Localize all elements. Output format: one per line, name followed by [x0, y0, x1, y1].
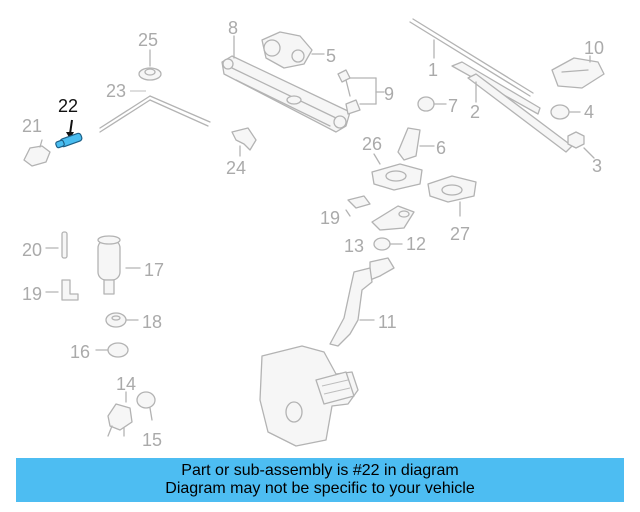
- part-9-bolts: [337, 69, 385, 115]
- label-5: 5: [326, 46, 336, 66]
- part-11-reservoir: [259, 257, 395, 447]
- part-20-hose: [45, 231, 68, 259]
- part-15-seal: [136, 391, 156, 421]
- part-16-grommet: [95, 342, 129, 358]
- part-7-bushing: [417, 96, 447, 112]
- label-9: 9: [384, 84, 394, 104]
- part-3-nut: [567, 131, 595, 159]
- label-24: 24: [226, 158, 246, 178]
- part-26-washer-jet: [371, 153, 423, 191]
- label-11: 11: [378, 312, 397, 332]
- label-3: 3: [592, 156, 602, 176]
- label-18: 18: [142, 312, 162, 332]
- part-27-washer-jet: [427, 175, 477, 217]
- part-5-wiper-motor: [261, 31, 325, 69]
- label-15: 15: [142, 430, 162, 450]
- label-10: 10: [584, 38, 604, 58]
- part-25-grommet: [138, 49, 162, 81]
- part-13-seal: [371, 205, 415, 231]
- part-10-cover: [551, 55, 605, 89]
- label-20: 20: [22, 240, 42, 260]
- label-19-top: 19: [320, 208, 340, 228]
- label-8: 8: [228, 18, 238, 38]
- label-16: 16: [70, 342, 90, 362]
- part-4-cap: [550, 104, 581, 120]
- banner-line-part: Part or sub-assembly is #22 in diagram: [181, 462, 459, 479]
- label-22: 22: [58, 96, 78, 116]
- label-2: 2: [470, 102, 480, 122]
- label-12: 12: [406, 234, 426, 254]
- part-8-wiper-linkage: [221, 35, 351, 133]
- label-27: 27: [450, 224, 470, 244]
- parts-diagram: 21 22 23 25 24 8: [22, 18, 605, 450]
- label-21: 21: [22, 116, 42, 136]
- label-26: 26: [362, 134, 382, 154]
- label-1: 1: [428, 60, 438, 80]
- part-17-washer-pump: [97, 235, 141, 295]
- label-7: 7: [448, 96, 458, 116]
- part-23-rod: [99, 95, 211, 133]
- label-19-bottom: 19: [22, 284, 42, 304]
- part-14-level-sensor: [107, 391, 133, 437]
- part-22-connector-highlighted[interactable]: [55, 119, 83, 149]
- info-banner: Part or sub-assembly is #22 in diagram D…: [16, 458, 624, 502]
- part-19-connector-top: [345, 195, 371, 217]
- label-23: 23: [106, 81, 126, 101]
- banner-line-disclaimer: Diagram may not be specific to your vehi…: [165, 480, 475, 497]
- part-19-connector-bottom: [45, 279, 79, 301]
- label-13: 13: [344, 236, 364, 256]
- part-18-grommet: [105, 312, 139, 328]
- part-6-bracket: [397, 127, 435, 161]
- part-12-cap: [373, 237, 403, 251]
- part-1-wiper-arm: [409, 18, 534, 97]
- label-14: 14: [116, 374, 136, 394]
- label-4: 4: [584, 102, 594, 122]
- part-21-cap: [23, 139, 51, 167]
- label-17: 17: [144, 260, 164, 280]
- part-24-bracket: [231, 127, 257, 157]
- label-25: 25: [138, 30, 158, 50]
- label-6: 6: [436, 138, 446, 158]
